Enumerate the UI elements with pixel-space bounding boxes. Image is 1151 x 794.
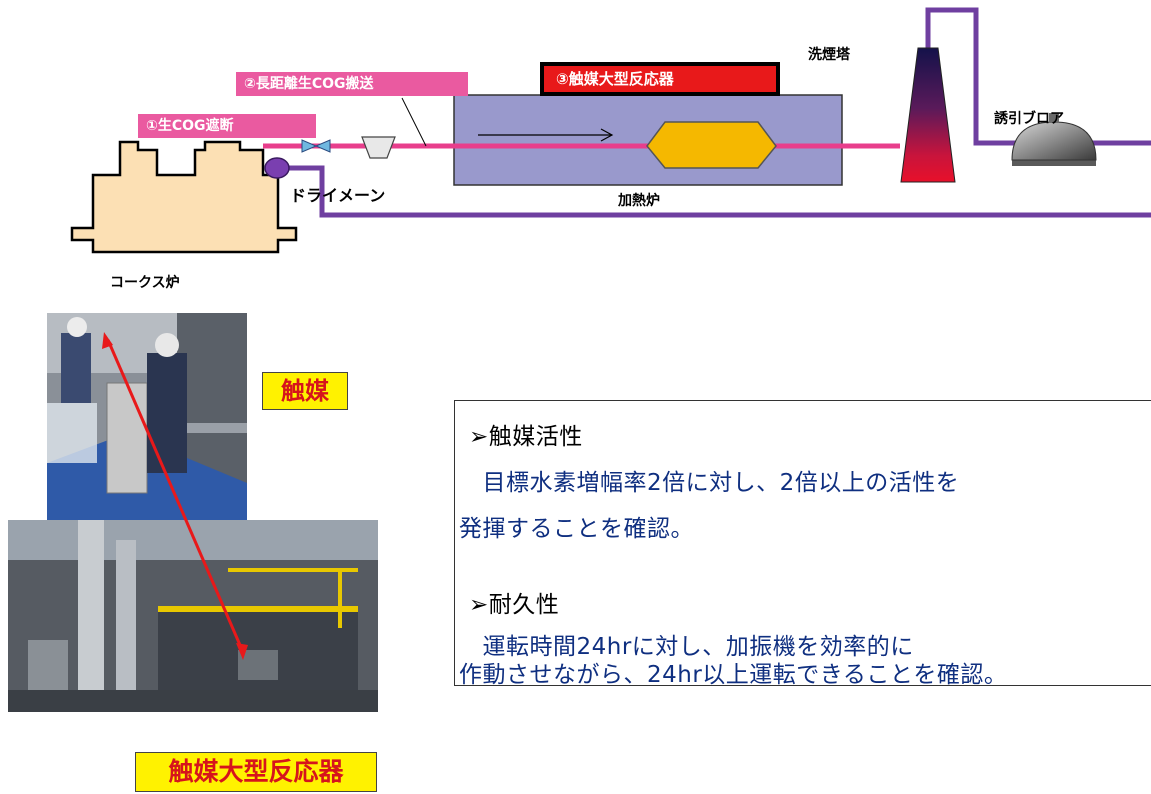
cleaning-tower-label: 洗煙塔	[808, 47, 850, 63]
activity-line-1: 目標水素増幅率2倍に対し、2倍以上の活性を	[459, 470, 960, 496]
tag-cog-shutoff: ①生COG遮断	[138, 114, 316, 138]
process-flow-diagram	[70, 7, 1151, 254]
heating-furnace-box	[453, 94, 843, 186]
tag-long-distance-transport: ②長距離生COG搬送	[236, 72, 468, 96]
coke-oven-label: コークス炉	[110, 275, 180, 291]
dust-catcher-icon	[361, 136, 396, 159]
catalyst-reactor-shape	[646, 121, 777, 169]
induced-blower-icon	[1011, 113, 1097, 166]
durability-line-2: 作動させながら、24hr以上運転できることを確認。	[459, 662, 1008, 686]
dry-main-inlet	[264, 157, 290, 179]
durability-line-1: 運転時間24hrに対し、加振機を効率的に	[459, 634, 914, 660]
activity-heading: ➢触媒活性	[469, 424, 583, 450]
results-box: ➢触媒活性 目標水素増幅率2倍に対し、2倍以上の活性を 発揮することを確認。 ➢…	[454, 400, 1151, 686]
catalyst-photo	[47, 313, 247, 523]
purple-return-line	[282, 165, 1151, 218]
cleaning-tower-stack	[900, 47, 956, 183]
reactor-photo	[8, 520, 378, 712]
photo-link-arrow	[102, 332, 248, 660]
tag-large-reactor: ③触媒大型反応器	[540, 62, 780, 96]
heating-furnace-label: 加熱炉	[618, 193, 660, 209]
dry-main-label: ドライメーン	[290, 186, 386, 205]
gate-valve-icon	[301, 139, 331, 153]
coke-oven-shape	[70, 140, 298, 254]
catalyst-photo-label: 触媒	[262, 372, 348, 410]
durability-heading: ➢耐久性	[469, 592, 560, 618]
activity-line-2: 発揮することを確認。	[459, 516, 694, 542]
tag2-leader	[401, 97, 427, 147]
induced-blower-label: 誘引ブロア	[994, 111, 1064, 127]
reactor-photo-label: 触媒大型反応器	[135, 752, 377, 792]
